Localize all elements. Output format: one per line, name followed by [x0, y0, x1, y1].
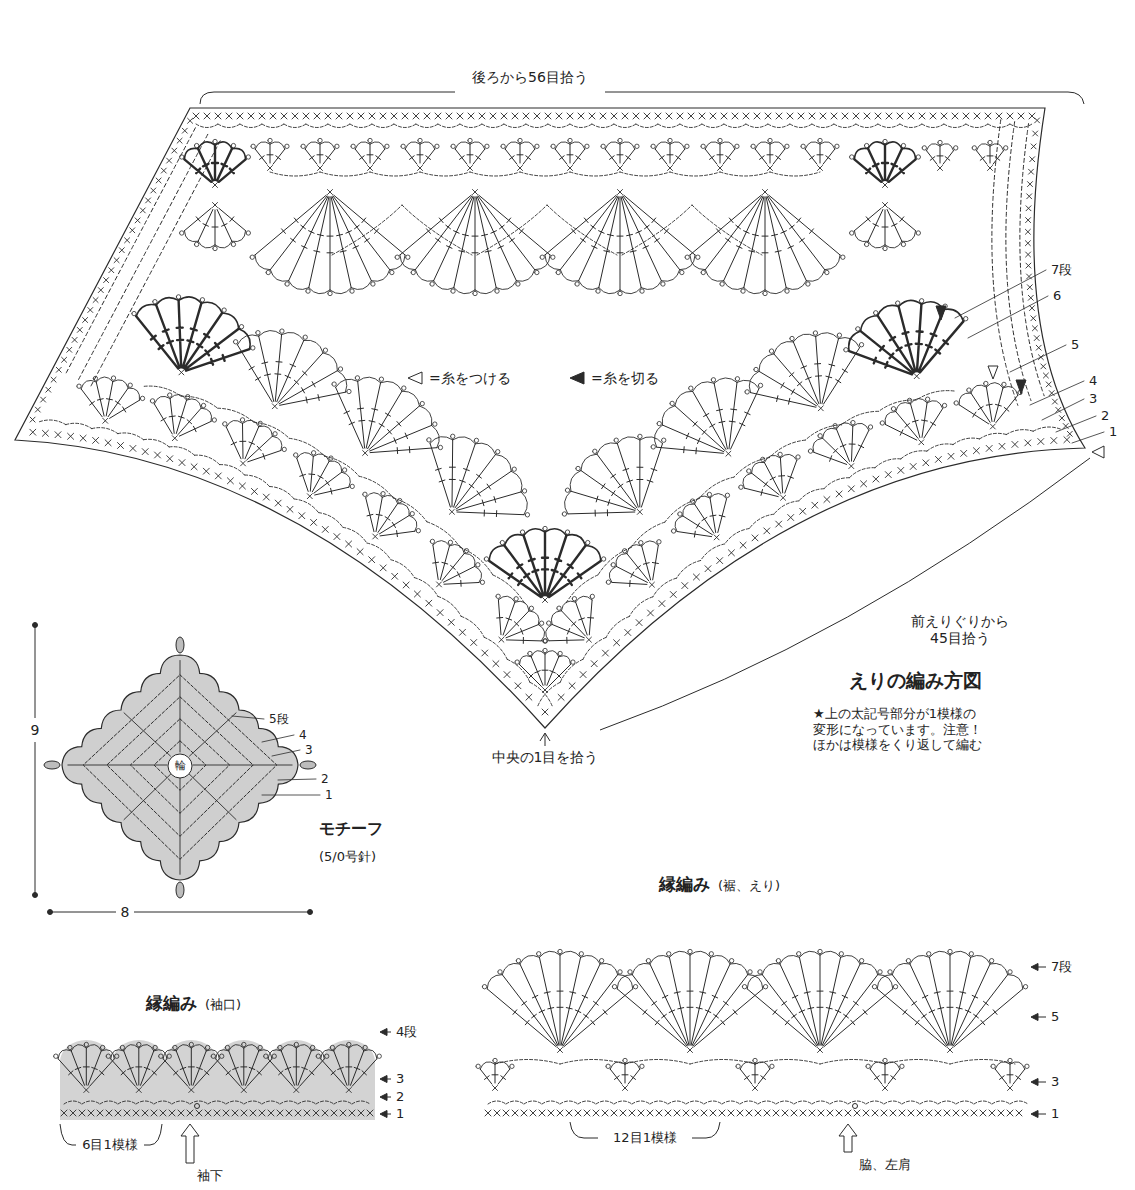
dimension-end: [33, 623, 38, 628]
row-arrow: [1035, 967, 1046, 1114]
magic-ring: [168, 754, 192, 778]
side-row: [992, 120, 1018, 406]
caution-note: ★上の太記号部分が1模様の 変形になっています。注意！ ほかは模様をくり返して編…: [812, 706, 1029, 753]
side-row: [91, 141, 221, 387]
legend-note: =糸を切る: [590, 370, 660, 387]
row-arrowhead: [380, 1029, 387, 1118]
position-arrow: [181, 1124, 199, 1163]
chain-stitch: [40, 124, 1061, 1104]
dimension-end: [48, 910, 53, 915]
dimension-end: [33, 893, 38, 898]
pickup-bracket: [600, 458, 1090, 730]
round-number: 5段: [268, 712, 290, 726]
row-number: 6: [1052, 288, 1062, 304]
dimension-label: 9: [30, 722, 41, 739]
position-label: 脇、左肩: [858, 1157, 912, 1173]
single-crochet: [30, 113, 1073, 1116]
join-yarn-mark: [408, 372, 422, 384]
side-row: [66, 128, 196, 374]
position-arrow: [839, 1124, 857, 1152]
row-number: 1: [395, 1106, 405, 1122]
row-number: 5: [1070, 337, 1080, 353]
dimension-end: [308, 910, 313, 915]
row-number: 3: [1088, 391, 1098, 407]
dimension-label: 8: [120, 904, 131, 921]
pickup-arrow: [540, 733, 550, 746]
motif-tail: [176, 637, 184, 653]
fan-stitch: [58, 144, 1025, 1086]
position-label: 袖下: [196, 1168, 224, 1184]
motif-tail: [300, 761, 316, 769]
picot: [54, 138, 1030, 1068]
pickup-note: 前えりぐりから 45目拾う: [900, 613, 1020, 647]
chart-title: 縁編み: [145, 993, 198, 1013]
motif-tail: [176, 882, 184, 898]
pickup-note: 中央の1目を拾う: [491, 749, 600, 766]
row-number: 4: [1088, 373, 1098, 389]
pickup-bracket: [200, 92, 1084, 104]
round-number: 4: [298, 728, 308, 742]
slip-stitch: [853, 1104, 858, 1109]
motif-outline: [62, 655, 298, 880]
hook-size: (5/0号針): [318, 849, 377, 865]
row-number: 7段: [1050, 959, 1073, 975]
chart-subtitle: (袖口): [204, 997, 242, 1013]
slip-stitch: [195, 1104, 200, 1109]
picot-edge-bold: [136, 142, 963, 561]
legend-note: =糸をつける: [428, 370, 512, 387]
chart-title: モチーフ: [318, 819, 384, 838]
picot-edge: [58, 142, 1025, 1069]
ring-label: 輪: [174, 759, 187, 772]
chart-title: 縁編み: [658, 874, 711, 894]
row-number: 2: [1100, 408, 1110, 424]
round-number: 1: [324, 788, 334, 802]
row-number: 5: [1050, 1009, 1060, 1025]
motif-tail: [44, 761, 60, 769]
row-arrowhead: [1031, 964, 1038, 1118]
row-number: 2: [395, 1089, 405, 1105]
chart-subtitle: (裾、えり): [717, 878, 781, 894]
dimension-line: [35, 625, 310, 912]
row-number: 7段: [1050, 262, 1073, 278]
annotation-lines: [33, 92, 1105, 1163]
row-arrow: [383, 1032, 391, 1114]
row-number: 1: [1050, 1106, 1060, 1122]
cut-yarn-mark: [1016, 380, 1026, 394]
cut-yarn-mark: [936, 306, 946, 320]
side-row: [1006, 122, 1031, 401]
crochet-chart: [15, 108, 1104, 1120]
side-row: [78, 134, 208, 380]
pickup-note: 後ろから56目拾う: [471, 69, 589, 86]
side-row: [1020, 124, 1044, 396]
motif-spoke: [68, 661, 292, 875]
chart-title: えりの編み方図: [848, 669, 983, 692]
row-number: 4段: [395, 1024, 418, 1040]
row-number: 1: [1108, 424, 1118, 440]
join-yarn-mark: [988, 366, 998, 379]
leader-line: [232, 716, 320, 795]
cut-yarn-mark: [570, 372, 584, 384]
round-number: 2: [320, 772, 330, 786]
row-number: 3: [1050, 1074, 1060, 1090]
round-number: 3: [304, 743, 314, 757]
row-number: 3: [395, 1071, 405, 1087]
join-yarn-mark: [1092, 446, 1104, 458]
repeat-label: 12目1模様: [612, 1130, 678, 1146]
repeat-label: 6目1模様: [81, 1137, 139, 1153]
